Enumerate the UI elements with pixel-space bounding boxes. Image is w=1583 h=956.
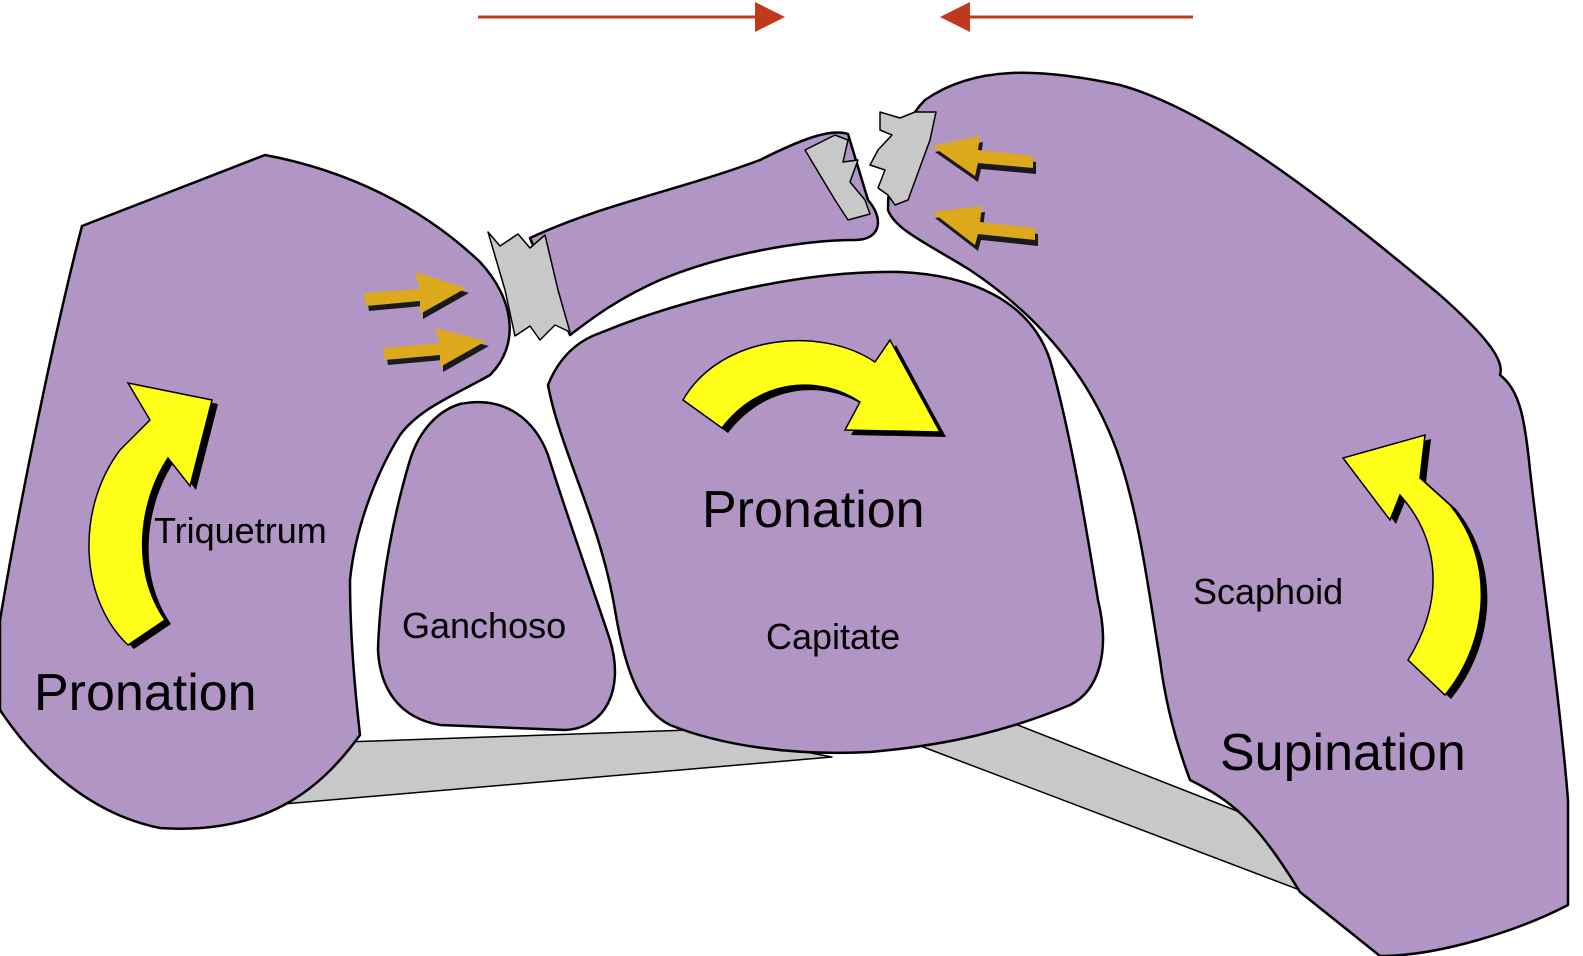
center-motion-label: Pronation: [702, 481, 925, 539]
rotation-arrow-scaphoid: [1341, 433, 1488, 699]
compression-arrow-left: [478, 2, 785, 32]
rotation-arrow-triquetrum: [88, 381, 218, 649]
triquetrum-bone: [0, 153, 511, 830]
ganchoso-label: Ganchoso: [402, 605, 566, 646]
torn-ligament-scapholunate-2: [869, 111, 937, 206]
left-motion-label: Pronation: [34, 664, 257, 722]
scaphoid-label: Scaphoid: [1193, 571, 1343, 612]
capitate-label: Capitate: [766, 616, 900, 657]
scaphoid-bone: [886, 71, 1570, 956]
ganchoso-bone: [376, 400, 617, 732]
force-arrows-right: [932, 136, 1038, 251]
triquetrum-label: Triquetrum: [154, 510, 327, 551]
lunate-bone: [528, 131, 880, 337]
right-motion-label: Supination: [1220, 724, 1466, 782]
rotation-arrow-capitate: [682, 338, 946, 437]
compression-arrow-right: [940, 2, 1193, 32]
torn-ligament-scapholunate: [804, 134, 871, 221]
force-arrows-left: [364, 272, 489, 372]
capitate-bone: [546, 270, 1105, 755]
torn-ligament-lunotriquetral: [487, 231, 571, 341]
